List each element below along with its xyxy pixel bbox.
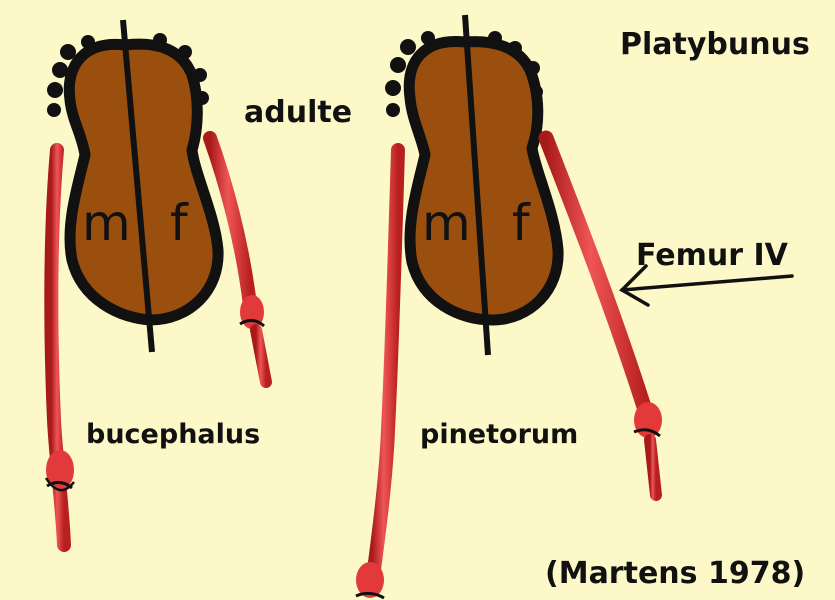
- species-label-bucephalus: bucephalus: [86, 419, 261, 450]
- specimen-pinetorum: [355, 14, 662, 600]
- letter-f-right: f: [512, 194, 530, 252]
- stage-label: adulte: [244, 95, 353, 130]
- letter-m-right: m: [422, 194, 471, 252]
- femur-iv: [538, 130, 653, 418]
- body-midline-left: [120, 19, 155, 353]
- knee-right-long: [356, 562, 384, 598]
- letter-m-left: m: [82, 194, 131, 252]
- tibia-femur-iv: [644, 434, 662, 501]
- genus-label: Platybunus: [620, 27, 810, 62]
- femur-arrow: [619, 264, 794, 307]
- femur-right-short: [203, 131, 257, 312]
- specimen-bucephalus: [44, 19, 272, 552]
- femur-label: Femur IV: [636, 238, 788, 273]
- knee-left-long: [46, 450, 74, 490]
- citation: (Martens 1978): [545, 556, 806, 591]
- body-midline-right: [462, 14, 491, 356]
- tibia-right-short: [250, 324, 272, 388]
- body-outline-right: [403, 36, 564, 326]
- leg-right-long: [365, 143, 405, 592]
- leg-left-long: [44, 143, 71, 552]
- letter-f-left: f: [170, 194, 188, 252]
- species-label-pinetorum: pinetorum: [420, 419, 579, 450]
